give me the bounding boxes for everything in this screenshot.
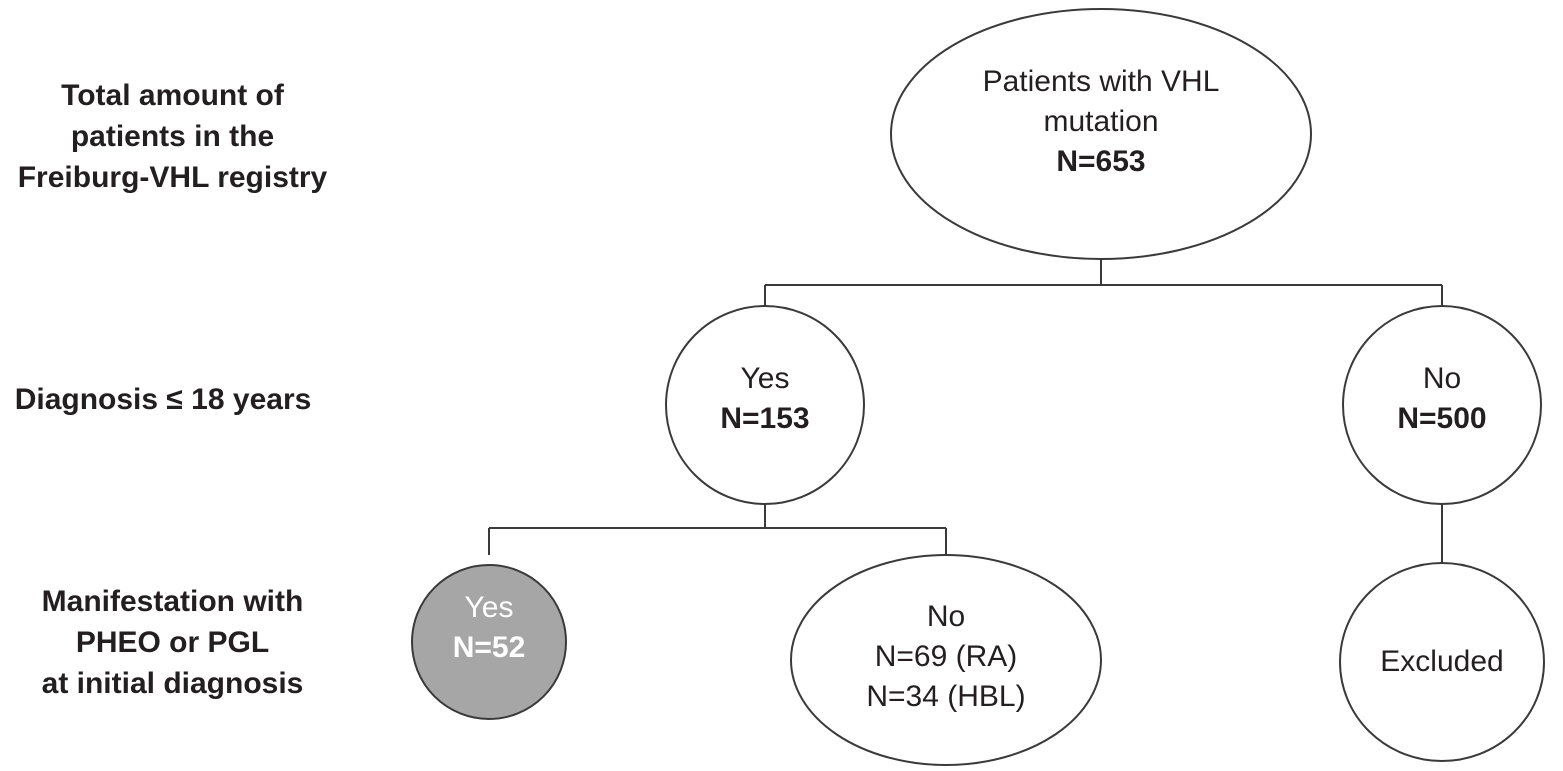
row-label-line: PHEO or PGL xyxy=(75,626,270,659)
row-label-manifestation: Manifestation with PHEO or PGL at initia… xyxy=(0,581,345,704)
row-label-line: patients in the xyxy=(70,120,275,153)
node-root-line: Patients with VHL xyxy=(982,65,1220,98)
node-yes-manif-text: Yes N=52 xyxy=(409,588,569,668)
node-yes-diag-text: Yes N=153 xyxy=(665,359,865,439)
node-yes-diag-circle xyxy=(665,305,865,505)
node-yes-diag-count: N=153 xyxy=(720,402,810,435)
node-yes-diag-label: Yes xyxy=(740,362,790,395)
node-no-diag-count: N=500 xyxy=(1397,402,1487,435)
node-no-manif-ellipse xyxy=(790,554,1102,766)
node-yes-manif-circle xyxy=(411,564,567,720)
row-label-line: Freiburg-VHL registry xyxy=(17,161,328,194)
node-excluded-ellipse xyxy=(1339,562,1545,762)
node-no-manif-line: N=69 (RA) xyxy=(874,640,1018,673)
node-no-manif-line: N=34 (HBL) xyxy=(866,680,1026,713)
node-no-diag-text: No N=500 xyxy=(1342,359,1542,439)
node-root-text: Patients with VHL mutation N=653 xyxy=(921,62,1281,182)
row-label-diagnosis: Diagnosis ≤ 18 years xyxy=(0,379,326,420)
node-root-ellipse xyxy=(890,8,1312,260)
row-label-line: Total amount of xyxy=(61,79,284,112)
row-label-line: at initial diagnosis xyxy=(41,667,304,700)
node-root-count: N=653 xyxy=(1056,145,1146,178)
node-yes-manif-count: N=52 xyxy=(452,631,526,664)
node-root-line: mutation xyxy=(1043,105,1159,138)
node-excluded-label: Excluded xyxy=(1380,645,1504,678)
row-label-total-patients: Total amount of patients in the Freiburg… xyxy=(0,75,345,198)
node-excluded-text: Excluded xyxy=(1352,642,1532,682)
node-no-manif-label: No xyxy=(926,600,966,633)
row-label-line: Manifestation with xyxy=(41,585,304,618)
node-yes-manif-label: Yes xyxy=(464,591,514,624)
node-no-diag-label: No xyxy=(1422,362,1462,395)
node-no-diag-circle xyxy=(1342,305,1542,505)
node-no-manif-text: No N=69 (RA) N=34 (HBL) xyxy=(826,597,1066,717)
row-label-line: Diagnosis ≤ 18 years xyxy=(14,383,312,416)
